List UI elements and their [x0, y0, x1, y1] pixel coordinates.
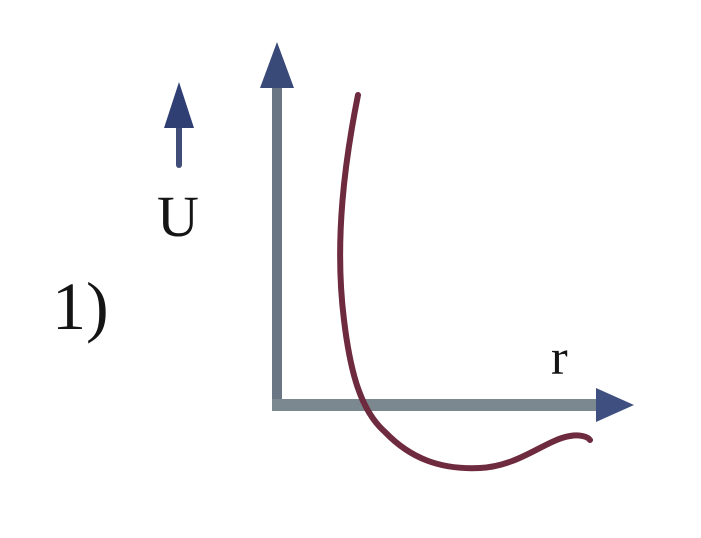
y-axis-arrowhead-icon [260, 42, 294, 88]
u-indicator-arrow-icon [164, 82, 194, 168]
y-axis [260, 42, 294, 408]
x-axis-label: r [551, 329, 568, 385]
y-axis-label: U [157, 184, 199, 249]
x-axis-arrowhead-icon [596, 388, 634, 422]
potential-curve [337, 92, 593, 472]
option-number-label: 1) [52, 268, 109, 344]
x-axis [272, 388, 634, 422]
